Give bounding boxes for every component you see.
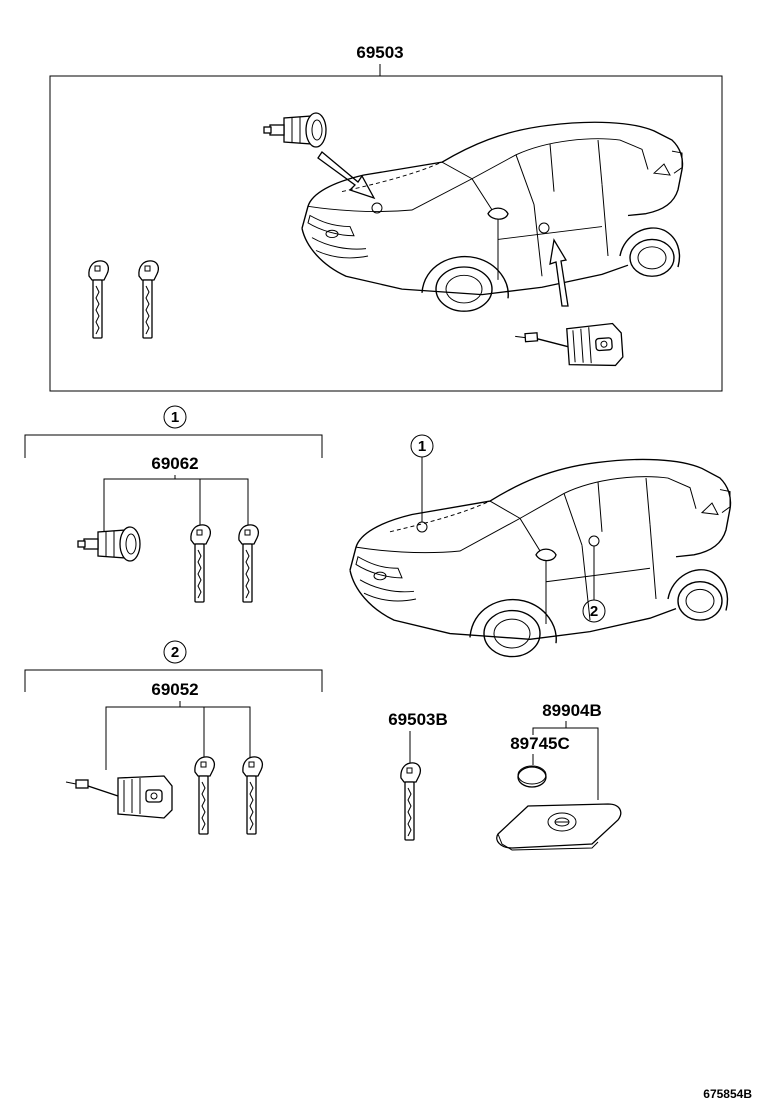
callout-1-right-label: 1 — [418, 438, 426, 455]
key-set1-left — [190, 524, 212, 603]
door-cylinder-top — [514, 322, 625, 373]
car-top — [301, 121, 684, 312]
label-69052: 69052 — [151, 680, 198, 699]
transmitter-fob — [496, 803, 622, 851]
battery-coin — [517, 765, 547, 788]
key-top-right — [138, 260, 160, 339]
drawing-code: 675854B — [703, 1087, 752, 1101]
key-set1-right — [238, 524, 260, 603]
door-cylinder-set2 — [65, 775, 173, 819]
label-69062: 69062 — [151, 454, 198, 473]
ignition-cylinder-top — [263, 112, 327, 148]
ignition-cylinder-set1 — [77, 526, 141, 562]
callout-2-right-circle — [582, 599, 606, 623]
callout-1-label: 1 — [171, 409, 179, 426]
label-69503: 69503 — [356, 43, 403, 62]
assembly-69503-frame — [49, 75, 723, 392]
arrow-to-hood — [317, 151, 376, 200]
car-right — [349, 458, 732, 658]
arrow-to-door — [549, 238, 569, 307]
callout-1-circle — [163, 405, 187, 429]
callout-2-circle — [163, 640, 187, 664]
key-top-left — [88, 260, 110, 339]
label-69503B: 69503B — [388, 710, 448, 729]
label-89904B: 89904B — [542, 701, 602, 720]
key-set2-right — [242, 756, 264, 835]
callout-2-label: 2 — [171, 644, 179, 661]
key-blank — [400, 762, 422, 841]
key-set2-left — [194, 756, 216, 835]
label-89745C: 89745C — [510, 734, 570, 753]
callout-2-right-label: 2 — [590, 603, 598, 620]
